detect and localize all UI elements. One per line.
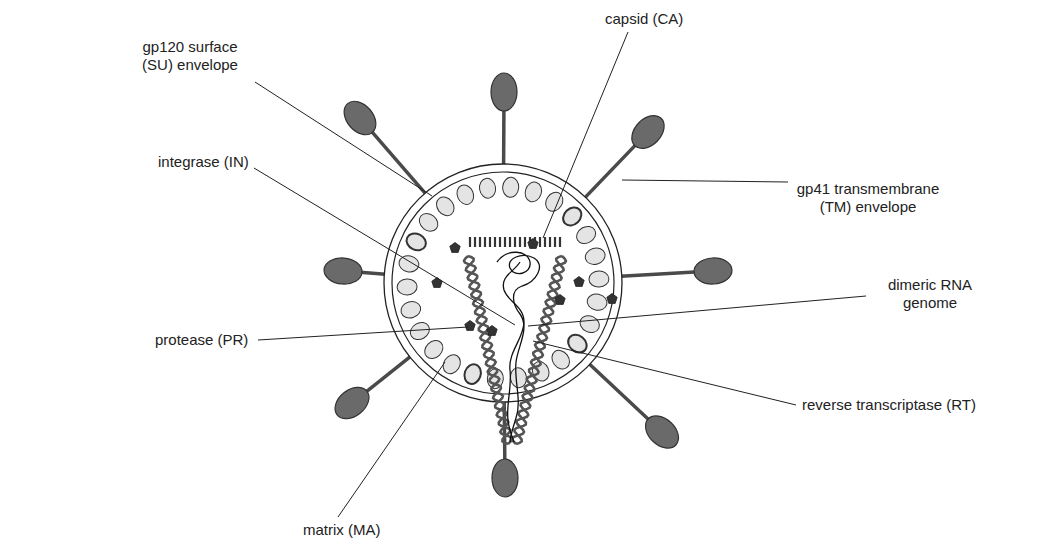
spike-knob <box>639 410 685 455</box>
capsid-dash <box>524 237 526 247</box>
capsid-dash <box>484 237 486 247</box>
part-label: integrase (IN) <box>158 153 249 171</box>
capsid-dash <box>469 237 471 247</box>
capsid-dash <box>519 237 521 247</box>
matrix-protein <box>433 193 458 219</box>
matrix-protein <box>573 223 598 247</box>
capsid-dash <box>554 237 556 247</box>
capsid-cone <box>464 237 566 444</box>
part-label: protease (PR) <box>155 331 248 349</box>
part-label: reverse transcriptase (RT) <box>802 396 976 414</box>
leader-line <box>255 82 432 196</box>
spike-stalk <box>363 356 411 394</box>
capsid-dash <box>539 237 541 247</box>
spike-knob <box>338 95 383 141</box>
matrix-protein <box>416 210 442 235</box>
enzyme-dot <box>555 295 565 305</box>
matrix-protein <box>523 180 545 204</box>
rna-strand <box>503 262 524 442</box>
leader-line <box>533 341 796 405</box>
matrix-protein <box>478 177 497 199</box>
capsid-dash <box>514 237 516 247</box>
matrix-protein <box>407 319 432 343</box>
part-label: dimeric RNA genome <box>875 276 985 312</box>
leader-line <box>254 168 515 325</box>
leader-line <box>543 32 628 238</box>
capsid-wall <box>464 256 512 444</box>
matrix-protein <box>548 347 573 373</box>
envelope-spikes <box>323 73 733 497</box>
matrix-protein <box>586 292 609 312</box>
spike-stalk <box>502 106 506 165</box>
capsid-dash <box>479 237 481 247</box>
part-label: matrix (MA) <box>303 521 381 539</box>
capsid-dash <box>509 237 511 247</box>
spike-stalk <box>585 142 639 198</box>
spike-knob <box>492 459 518 497</box>
matrix-protein <box>421 337 447 362</box>
rna-strand <box>497 252 539 442</box>
leader-line <box>528 296 866 326</box>
enzyme-dot <box>607 294 617 304</box>
spike-knob <box>329 381 375 425</box>
matrix-protein <box>577 313 602 336</box>
matrix-protein <box>583 246 607 267</box>
part-label: capsid (CA) <box>605 10 683 28</box>
capsid-dash <box>499 237 501 247</box>
matrix-protein <box>502 177 520 198</box>
leader-lines <box>254 32 866 517</box>
capsid-dash <box>504 237 506 247</box>
enzyme-dot <box>487 326 497 336</box>
matrix-protein <box>565 331 591 356</box>
enzyme-dot <box>465 321 475 331</box>
spike-knob <box>625 109 670 154</box>
part-label: gp41 transmembrane (TM) envelope <box>793 180 943 216</box>
matrix-protein <box>454 182 477 207</box>
leader-line <box>258 327 468 340</box>
matrix-protein <box>399 299 423 320</box>
spike-knob <box>323 257 363 286</box>
capsid-dash <box>549 237 551 247</box>
rna-genome <box>497 252 539 442</box>
matrix-protein <box>397 279 418 296</box>
enzyme-dot <box>574 277 584 287</box>
part-label: gp120 surface (SU) envelope <box>105 38 275 74</box>
capsid-dash <box>489 237 491 247</box>
leader-line <box>622 180 788 182</box>
matrix-protein <box>559 204 585 229</box>
capsid-dash <box>559 237 561 247</box>
enzyme-dot <box>450 243 460 253</box>
leader-line <box>338 362 445 517</box>
enzyme-dot <box>528 239 538 249</box>
matrix-protein <box>462 362 484 386</box>
matrix-protein <box>589 271 610 288</box>
enzyme-dot <box>432 278 442 288</box>
capsid-wall <box>512 256 566 444</box>
spike-stalk <box>589 364 652 423</box>
spike-stalk <box>621 272 699 276</box>
spike-knob <box>491 73 517 111</box>
capsid-dash <box>474 237 476 247</box>
capsid-dash <box>544 237 546 247</box>
spike-knob <box>693 257 732 285</box>
matrix-protein <box>404 230 429 253</box>
capsid-dash <box>494 237 496 247</box>
